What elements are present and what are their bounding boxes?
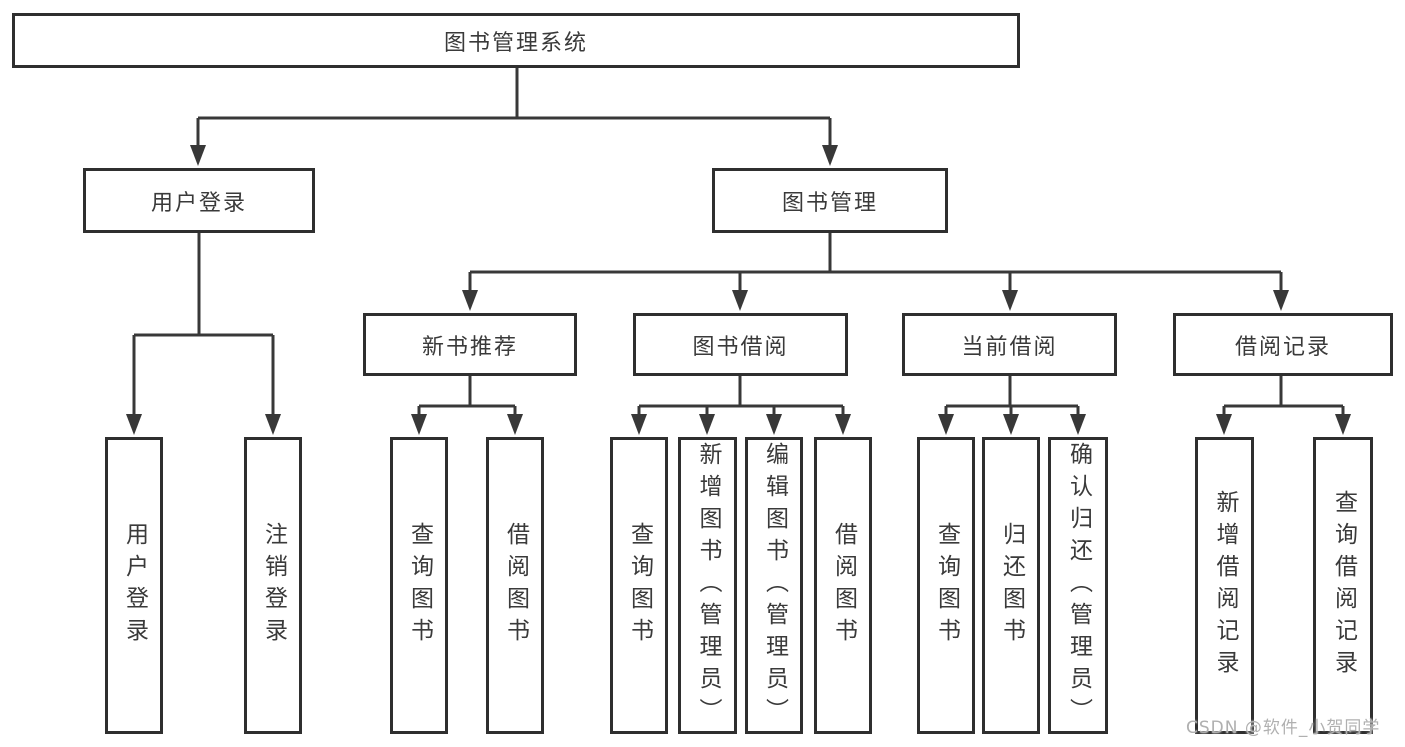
- arrowhead: [938, 414, 954, 435]
- edge-root-to-level2: [196, 68, 832, 148]
- leaf-return-books-label: 归还图书: [998, 521, 1025, 650]
- leaf-query-books-recommend: 查询图书: [390, 437, 448, 734]
- edge-userlogin-to-leaves: [132, 233, 275, 418]
- arrowhead: [126, 414, 142, 435]
- arrowhead: [1002, 290, 1018, 311]
- leaf-edit-book-admin: 编辑图书（管理员）: [745, 437, 803, 734]
- leaf-add-book-admin: 新增图书（管理员）: [678, 437, 737, 734]
- edge-newbook-to-leaves: [417, 376, 517, 418]
- node-user-login-label: 用户登录: [150, 190, 247, 216]
- leaf-query-books-borrow: 查询图书: [610, 437, 668, 734]
- arrowheads: [126, 145, 1351, 435]
- arrowhead: [1070, 414, 1086, 435]
- edge-bookborrow-to-leaves: [637, 376, 845, 418]
- leaf-edit-book-admin-label: 编辑图书（管理员）: [761, 441, 788, 730]
- arrowhead: [732, 290, 748, 311]
- leaf-query-books-borrow-label: 查询图书: [626, 521, 653, 650]
- leaf-logout-label: 注销登录: [260, 521, 287, 650]
- leaf-borrow-books-recommend: 借阅图书: [486, 437, 544, 734]
- leaf-query-books-current: 查询图书: [917, 437, 975, 734]
- leaf-borrow-books-label: 借阅图书: [830, 521, 857, 650]
- leaf-confirm-return-admin-label: 确认归还（管理员）: [1065, 441, 1092, 730]
- arrowhead: [766, 414, 782, 435]
- arrowhead: [1003, 414, 1019, 435]
- leaf-query-borrow-record-label: 查询借阅记录: [1330, 489, 1357, 682]
- node-book-borrow-label: 图书借阅: [692, 334, 789, 360]
- arrowhead: [462, 290, 478, 311]
- edge-records-to-leaves: [1222, 376, 1345, 418]
- node-current-borrow: 当前借阅: [902, 313, 1117, 376]
- node-borrow-records: 借阅记录: [1173, 313, 1393, 376]
- leaf-logout: 注销登录: [244, 437, 302, 734]
- arrowhead: [1273, 290, 1289, 311]
- leaf-borrow-books-recommend-label: 借阅图书: [502, 521, 529, 650]
- arrowhead: [1335, 414, 1351, 435]
- node-book-management-label: 图书管理: [781, 190, 878, 216]
- leaf-add-book-admin-label: 新增图书（管理员）: [695, 441, 721, 730]
- leaf-add-borrow-record-label: 新增借阅记录: [1212, 489, 1238, 682]
- edge-bookmgmt-to-level3: [468, 233, 1283, 293]
- arrowhead: [822, 145, 838, 166]
- leaf-borrow-books: 借阅图书: [814, 437, 872, 734]
- node-book-management: 图书管理: [712, 168, 948, 233]
- leaf-query-books-current-label: 查询图书: [933, 521, 960, 650]
- leaf-user-login: 用户登录: [105, 437, 163, 734]
- watermark-text: CSDN @软件_小贺同学: [1186, 718, 1381, 738]
- arrowhead: [835, 414, 851, 435]
- node-new-book-recommend-label: 新书推荐: [421, 334, 518, 360]
- leaf-return-books: 归还图书: [982, 437, 1040, 734]
- node-user-login: 用户登录: [83, 168, 315, 233]
- leaf-confirm-return-admin: 确认归还（管理员）: [1048, 437, 1108, 734]
- node-root: 图书管理系统: [12, 13, 1020, 68]
- leaf-user-login-label: 用户登录: [121, 521, 148, 650]
- arrowhead: [631, 414, 647, 435]
- edge-currentborrow-to-leaves: [944, 376, 1080, 418]
- arrowhead: [507, 414, 523, 435]
- node-new-book-recommend: 新书推荐: [363, 313, 577, 376]
- node-book-borrow: 图书借阅: [633, 313, 848, 376]
- arrowhead: [190, 145, 206, 166]
- arrowhead: [1216, 414, 1232, 435]
- leaf-query-borrow-record: 查询借阅记录: [1313, 437, 1373, 734]
- node-borrow-records-label: 借阅记录: [1234, 334, 1331, 360]
- leaf-add-borrow-record: 新增借阅记录: [1195, 437, 1254, 734]
- node-root-label: 图书管理系统: [443, 30, 588, 56]
- node-current-borrow-label: 当前借阅: [961, 334, 1058, 360]
- leaf-query-books-recommend-label: 查询图书: [406, 521, 433, 650]
- arrowhead: [699, 414, 715, 435]
- arrowhead: [411, 414, 427, 435]
- arrowhead: [265, 414, 281, 435]
